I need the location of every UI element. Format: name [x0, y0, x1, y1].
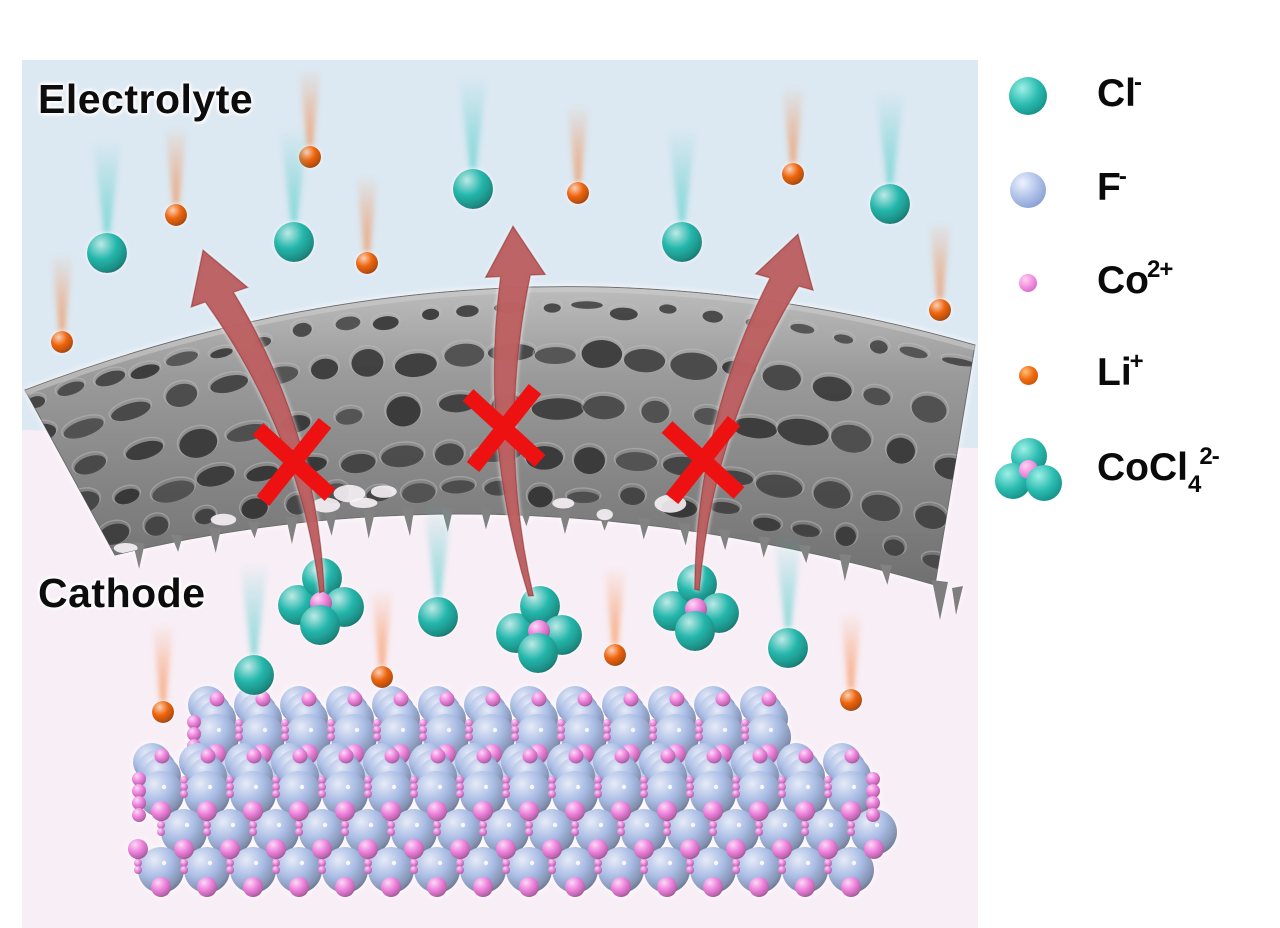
- li-ion: [371, 666, 393, 688]
- li-ion-trail: [52, 254, 72, 337]
- li-ion-trail: [357, 175, 377, 258]
- cl-ion-trail: [424, 504, 452, 603]
- blocked-ion-arrow: [484, 224, 547, 597]
- cocl4-cluster: [653, 564, 739, 651]
- li-ion-trail: [605, 567, 625, 650]
- li-ion-trail: [568, 105, 588, 188]
- legend-item-cocl4: CoCl42-: [995, 438, 1220, 501]
- cl-ion-trail: [459, 76, 487, 175]
- li-ion: [165, 204, 187, 226]
- cl-ion: [418, 597, 458, 637]
- li-ion: [152, 701, 174, 723]
- cl-ion-trail: [876, 91, 904, 190]
- cl-ion-trail: [280, 129, 308, 228]
- cocl4-cluster-icon: [995, 438, 1062, 502]
- cl-ion: [453, 169, 493, 209]
- li-ion: [567, 182, 589, 204]
- li-ion: [356, 252, 378, 274]
- li-ion-trail: [841, 612, 861, 695]
- block-cross-icon: [252, 418, 336, 506]
- f-ion-icon: [1010, 172, 1046, 208]
- ions: [51, 69, 951, 723]
- li-ion: [840, 689, 862, 711]
- li-ion-trail: [372, 589, 392, 672]
- cathode-region-label: Cathode: [38, 570, 206, 616]
- li-ion-trail: [300, 69, 320, 152]
- co-ion-icon: [1019, 274, 1037, 292]
- legend-label-li: Li+: [1097, 347, 1144, 394]
- cl-ion-icon: [1009, 77, 1047, 115]
- li-ion: [604, 644, 626, 666]
- cl-ion-trail: [668, 129, 696, 228]
- membrane-pores: [25, 297, 975, 570]
- schematic-scene: [22, 60, 978, 928]
- cl-ion: [768, 628, 808, 668]
- legend-label-f: F-: [1097, 162, 1127, 209]
- li-ion: [929, 299, 951, 321]
- li-ion-icon: [1018, 365, 1038, 385]
- cl-ion: [274, 222, 314, 262]
- li-ion-trail: [783, 86, 803, 169]
- li-ion-trail: [153, 624, 173, 707]
- li-ion-trail: [930, 222, 950, 305]
- li-ion: [782, 163, 804, 185]
- legend-item-cl: Cl-: [995, 68, 1142, 124]
- legend: Cl- F- Co2+ Li+ CoCl42-: [995, 60, 1280, 530]
- cl-ion: [234, 655, 274, 695]
- block-cross-icon: [462, 384, 546, 472]
- legend-label-co: Co2+: [1097, 255, 1173, 302]
- electrolyte-region-label: Electrolyte: [38, 76, 254, 122]
- li-ion-trail: [166, 127, 186, 210]
- cl-ion: [662, 222, 702, 262]
- legend-label-cocl4: CoCl42-: [1097, 442, 1220, 499]
- legend-label-cl: Cl-: [1097, 68, 1142, 115]
- legend-item-co: Co2+: [995, 255, 1173, 311]
- li-ion: [51, 331, 73, 353]
- lattice-slab: [128, 743, 897, 897]
- cathode-lattice: [128, 686, 897, 897]
- legend-item-f: F-: [995, 162, 1127, 218]
- cl-ion-trail: [93, 140, 121, 239]
- cl-ion: [870, 184, 910, 224]
- cl-ion: [87, 233, 127, 273]
- cl-ion-trail: [774, 535, 802, 634]
- legend-item-li: Li+: [995, 347, 1144, 403]
- block-cross-icon: [661, 416, 745, 504]
- cl-ion-trail: [240, 562, 268, 661]
